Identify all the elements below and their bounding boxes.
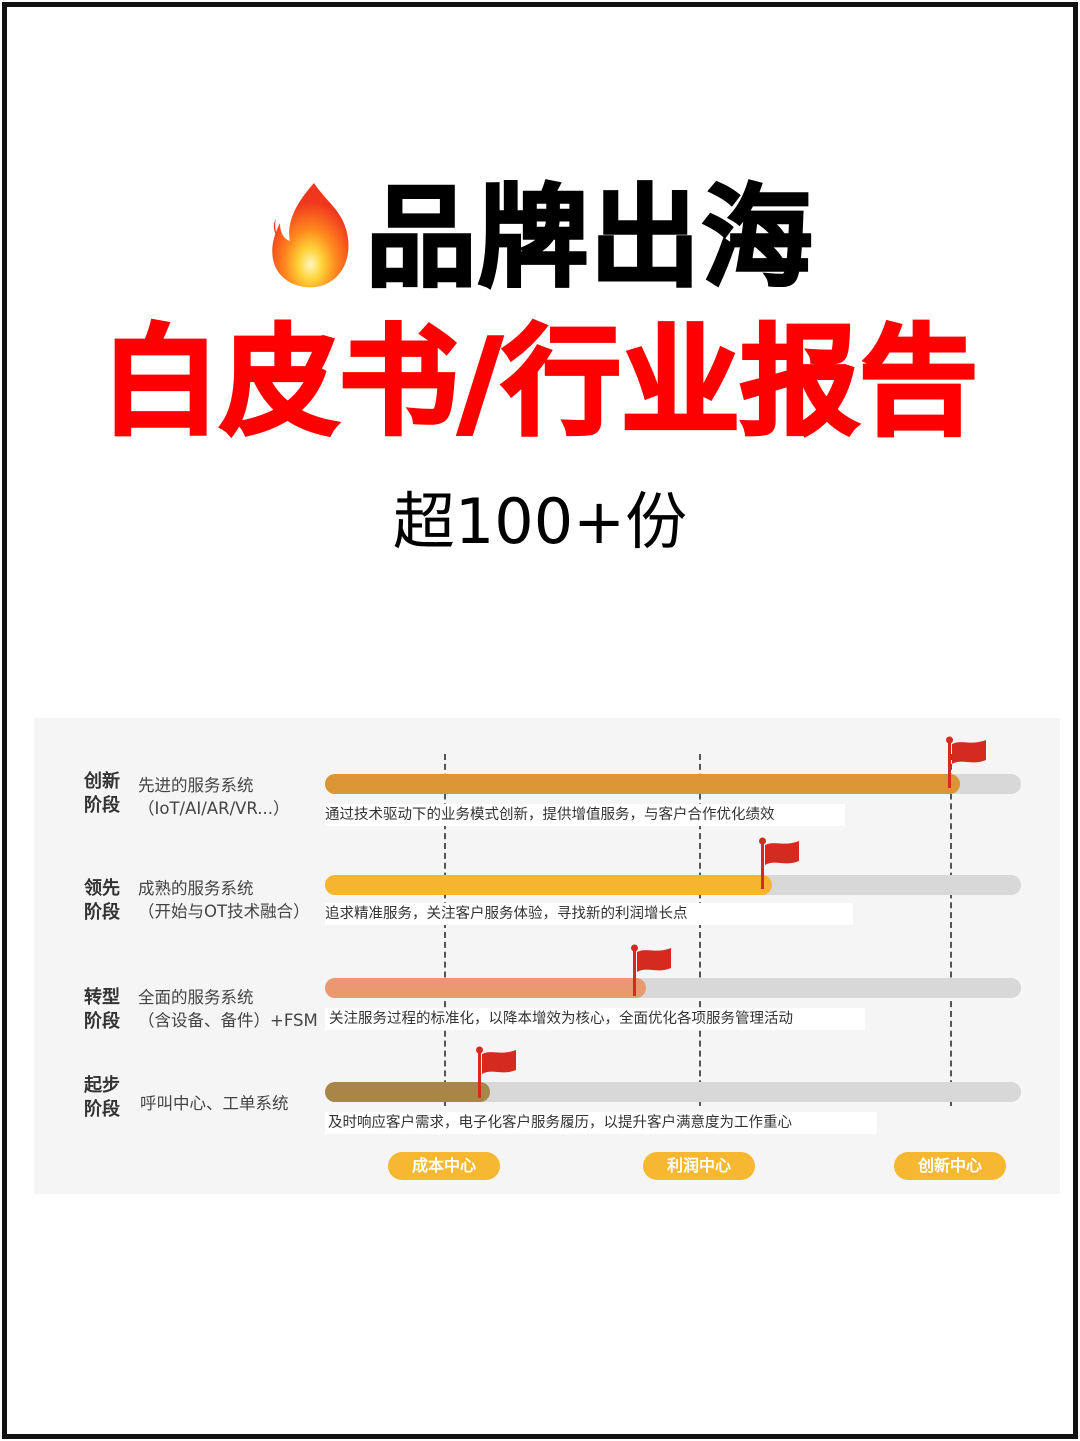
stage-name-line1: 领先 [84, 878, 120, 899]
progress-track [325, 1082, 1021, 1102]
milestone-profit-center: 利润中心 [643, 1152, 755, 1180]
stage-row-leading: 领先 阶段 成熟的服务系统 （开始与OT技术融合） 追求精准服务，关注客户服务体… [34, 837, 1060, 963]
desc-line2: （开始与OT技术融合） [138, 902, 310, 921]
desc-line2: （IoT/AI/AR/VR...） [138, 799, 290, 818]
desc-line1: 全面的服务系统 [138, 988, 254, 1007]
stage-name-line1: 创新 [84, 771, 120, 792]
progress-fill [325, 1082, 490, 1102]
milestone-cost-center: 成本中心 [388, 1152, 500, 1180]
fire-icon [272, 183, 349, 288]
progress-fill [325, 875, 772, 895]
stage-description: 先进的服务系统 （IoT/AI/AR/VR...） [138, 774, 290, 820]
milestone-line-profit [699, 754, 701, 1106]
flag-icon [631, 944, 671, 996]
stage-description: 呼叫中心、工单系统 [140, 1092, 289, 1115]
flag-icon [946, 736, 986, 788]
service-maturity-chart: 创新 阶段 先进的服务系统 （IoT/AI/AR/VR...） 通过技术驱动下的… [34, 718, 1060, 1194]
desc-line1: 呼叫中心、工单系统 [140, 1094, 289, 1113]
progress-fill [325, 774, 960, 794]
stage-name-line2: 阶段 [84, 1011, 120, 1032]
stage-name-line2: 阶段 [84, 795, 120, 816]
stage-note: 及时响应客户需求，电子化客户服务履历，以提升客户满意度为工作重心 [325, 1112, 877, 1134]
stage-description: 成熟的服务系统 （开始与OT技术融合） [138, 877, 310, 923]
desc-line1: 先进的服务系统 [138, 776, 254, 795]
stage-name-line1: 起步 [84, 1075, 120, 1096]
title-row: 品牌出海 [0, 168, 1080, 308]
stage-name: 起步 阶段 [84, 1074, 130, 1122]
stage-name: 转型 阶段 [84, 986, 130, 1034]
stage-note: 关注服务过程的标准化，以降本增效为核心，全面优化各项服务管理活动 [325, 1008, 865, 1030]
desc-line2: （含设备、备件）+FSM [138, 1011, 318, 1030]
flag-icon [759, 837, 799, 889]
stage-name-line2: 阶段 [84, 902, 120, 923]
stage-name-line2: 阶段 [84, 1099, 120, 1120]
flag-icon [476, 1046, 516, 1098]
stage-row-innovation: 创新 阶段 先进的服务系统 （IoT/AI/AR/VR...） 通过技术驱动下的… [34, 736, 1060, 860]
page-subtitle: 白皮书/行业报告 [99, 313, 979, 451]
stage-name: 创新 阶段 [84, 770, 130, 818]
stage-name-line1: 转型 [84, 987, 120, 1008]
milestone-innovation-center: 创新中心 [894, 1152, 1006, 1180]
stage-note: 通过技术驱动下的业务模式创新，提供增值服务，与客户合作优化绩效 [325, 804, 845, 826]
stage-description: 全面的服务系统 （含设备、备件）+FSM [138, 986, 318, 1032]
stage-note: 追求精准服务，关注客户服务体验，寻找新的利润增长点 [325, 903, 853, 925]
progress-fill [325, 978, 646, 998]
progress-track [325, 774, 1021, 794]
stage-row-transformation: 转型 阶段 全面的服务系统 （含设备、备件）+FSM 关注服务过程的标准化，以降… [34, 944, 1060, 1068]
stage-name: 领先 阶段 [84, 877, 130, 925]
report-count: 超100+份 [392, 485, 688, 558]
page-title: 品牌出海 [365, 174, 814, 302]
milestone-line-cost [444, 754, 446, 1106]
milestone-line-innovation [950, 754, 952, 1106]
progress-track [325, 875, 1021, 895]
stage-row-starting: 起步 阶段 呼叫中心、工单系统 及时响应客户需求，电子化客户服务履历，以提升客户… [34, 1046, 1060, 1172]
desc-line1: 成熟的服务系统 [138, 879, 254, 898]
progress-track [325, 978, 1021, 998]
